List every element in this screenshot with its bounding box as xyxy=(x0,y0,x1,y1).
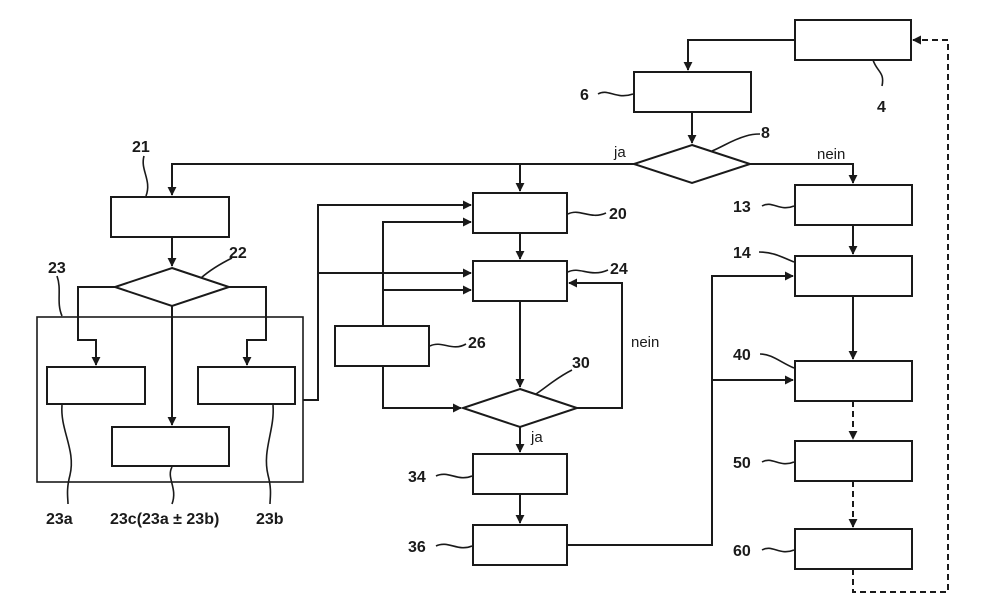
box-24 xyxy=(473,261,567,301)
box-36 xyxy=(473,525,567,565)
label-30: 30 xyxy=(572,355,590,372)
leader-24 xyxy=(568,270,608,273)
leader-60 xyxy=(762,548,794,551)
leader-23b xyxy=(266,405,273,504)
leader-36 xyxy=(436,544,472,547)
leader-40 xyxy=(760,354,794,368)
box-23c xyxy=(112,427,229,466)
leader-30 xyxy=(536,370,572,394)
decision-8 xyxy=(634,145,750,183)
leader-4 xyxy=(873,60,883,86)
label-4: 4 xyxy=(877,99,886,116)
branch-label-yes-bottom: ja xyxy=(530,429,543,446)
label-21: 21 xyxy=(132,139,150,156)
leader-20 xyxy=(568,212,606,215)
arrow-23-to-20 xyxy=(303,205,471,400)
arrow-8-to-21 xyxy=(172,164,634,195)
leader-26 xyxy=(430,344,466,347)
box-23b xyxy=(198,367,295,404)
box-26 xyxy=(335,326,429,366)
label-60: 60 xyxy=(733,543,751,560)
label-23c: 23c(23a ± 23b) xyxy=(110,511,219,528)
leader-13 xyxy=(762,204,794,207)
leader-8 xyxy=(712,134,760,151)
label-23a: 23a xyxy=(46,511,73,528)
leader-23c xyxy=(170,467,173,504)
leader-6 xyxy=(598,92,633,95)
label-34: 34 xyxy=(408,469,426,486)
leader-14 xyxy=(759,252,794,262)
leader-34 xyxy=(436,474,472,477)
box-4 xyxy=(795,20,911,60)
label-50: 50 xyxy=(733,455,751,472)
arrow-4-to-6 xyxy=(688,40,795,70)
label-22: 22 xyxy=(229,245,247,262)
leader-22 xyxy=(201,258,232,278)
label-13: 13 xyxy=(733,199,751,216)
arrow-60-to-4 xyxy=(853,40,948,592)
arrow-26-to-30 xyxy=(383,366,461,408)
box-23a xyxy=(47,367,145,404)
label-23: 23 xyxy=(48,260,66,277)
branch-label-no-top: nein xyxy=(817,146,845,163)
label-40: 40 xyxy=(733,347,751,364)
label-8: 8 xyxy=(761,125,770,142)
arrow-22-to-23a xyxy=(78,287,115,365)
box-20 xyxy=(473,193,567,233)
leader-23 xyxy=(57,276,62,316)
arrow-36-to-14 xyxy=(567,276,793,545)
leader-50 xyxy=(762,460,794,463)
label-36: 36 xyxy=(408,539,426,556)
leader-23a xyxy=(62,405,72,504)
arrow-22-to-23b xyxy=(229,287,266,365)
label-26: 26 xyxy=(468,335,486,352)
label-23b: 23b xyxy=(256,511,284,528)
box-60 xyxy=(795,529,912,569)
label-24: 24 xyxy=(610,261,628,278)
box-34 xyxy=(473,454,567,494)
box-13 xyxy=(795,185,912,225)
box-6 xyxy=(634,72,751,112)
branch-label-no-loop: nein xyxy=(631,334,659,351)
decision-22 xyxy=(115,268,229,306)
box-40 xyxy=(795,361,912,401)
leader-21 xyxy=(143,156,148,196)
box-50 xyxy=(795,441,912,481)
decision-30 xyxy=(463,389,577,427)
label-20: 20 xyxy=(609,206,627,223)
label-14: 14 xyxy=(733,245,751,262)
label-6: 6 xyxy=(580,87,589,104)
branch-label-yes-top: ja xyxy=(613,144,626,161)
box-14 xyxy=(795,256,912,296)
arrow-30-to-24 xyxy=(569,283,622,408)
box-21 xyxy=(111,197,229,237)
arrow-8-to-13 xyxy=(750,164,853,183)
